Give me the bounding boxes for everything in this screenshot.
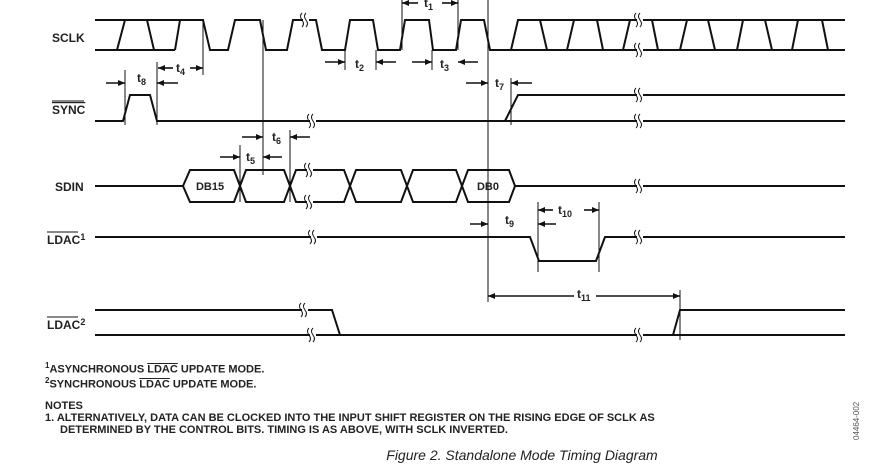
notes-line-1: 1. ALTERNATIVELY, DATA CAN BE CLOCKED IN… — [45, 412, 655, 424]
figure-id: 04464-002 — [852, 401, 861, 440]
sdin-waveform: DB15 DB0 — [95, 169, 845, 203]
t6-label: t6 — [272, 130, 281, 146]
break-mark — [307, 113, 316, 129]
break-mark — [634, 113, 643, 129]
t3-label: t3 — [440, 57, 449, 73]
t7-label: t7 — [495, 76, 504, 92]
break-mark — [304, 194, 313, 210]
break-mark — [304, 162, 313, 178]
footnote-2: 2SYNCHRONOUS LDAC UPDATE MODE. — [45, 376, 257, 391]
cell-db15: DB15 — [196, 181, 224, 193]
footnote-1: 1ASYNCHRONOUS LDAC UPDATE MODE. — [45, 361, 265, 376]
t8-label: t8 — [137, 71, 146, 87]
ldac1-waveform — [95, 236, 845, 262]
ldac2-waveform — [95, 309, 845, 336]
break-mark — [308, 229, 317, 245]
timing-arrows — [106, 0, 680, 299]
t11-label: t11 — [577, 287, 591, 303]
t10-label: t10 — [558, 203, 572, 219]
sync-waveform — [95, 94, 845, 122]
break-marks — [299, 12, 643, 343]
break-mark — [634, 229, 643, 245]
notes-line-2: DETERMINED BY THE CONTROL BITS. TIMING I… — [60, 424, 508, 436]
t1-label: t1 — [424, 0, 433, 12]
break-mark — [634, 327, 643, 343]
svg-text:LDAC1: LDAC1 — [47, 232, 85, 247]
t9-label: t9 — [505, 213, 514, 229]
t2-label: t2 — [355, 57, 364, 73]
break-mark — [634, 87, 643, 103]
svg-text:LDAC2: LDAC2 — [47, 317, 85, 332]
ldac1-label: LDAC1 — [47, 231, 85, 247]
sclk-label: SCLK — [52, 31, 85, 45]
sdin-label: SDIN — [55, 180, 84, 194]
ldac2-label: LDAC2 — [47, 316, 85, 332]
t4-label: t4 — [176, 61, 185, 77]
break-mark — [634, 12, 643, 28]
break-mark — [300, 12, 309, 28]
break-mark — [299, 302, 308, 318]
notes-heading: NOTES — [45, 400, 83, 412]
reference-lines — [124, 0, 681, 340]
sync-label: SYNC — [52, 103, 86, 117]
sclk-waveform — [95, 19, 845, 51]
break-mark — [634, 42, 643, 58]
break-mark — [307, 327, 316, 343]
figure-caption: Figure 2. Standalone Mode Timing Diagram — [386, 447, 658, 463]
break-mark — [634, 178, 643, 194]
t5-label: t5 — [246, 150, 255, 166]
